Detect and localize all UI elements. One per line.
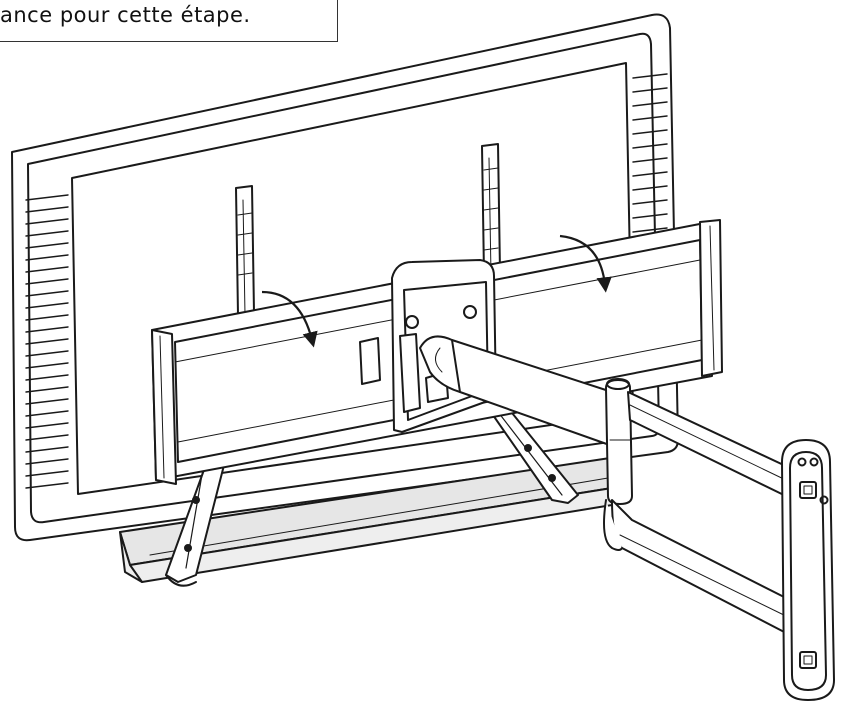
instruction-callout: ance pour cette étape. (0, 0, 338, 42)
rotation-arrow-left (261, 290, 318, 348)
secondary-arm-lower (603, 499, 791, 636)
instruction-text: ance pour cette étape. (0, 3, 251, 27)
rotation-arrow-right (559, 234, 612, 293)
soundbar (119, 457, 613, 583)
tv-vent-left (25, 194, 69, 489)
wall-plate (781, 439, 835, 701)
